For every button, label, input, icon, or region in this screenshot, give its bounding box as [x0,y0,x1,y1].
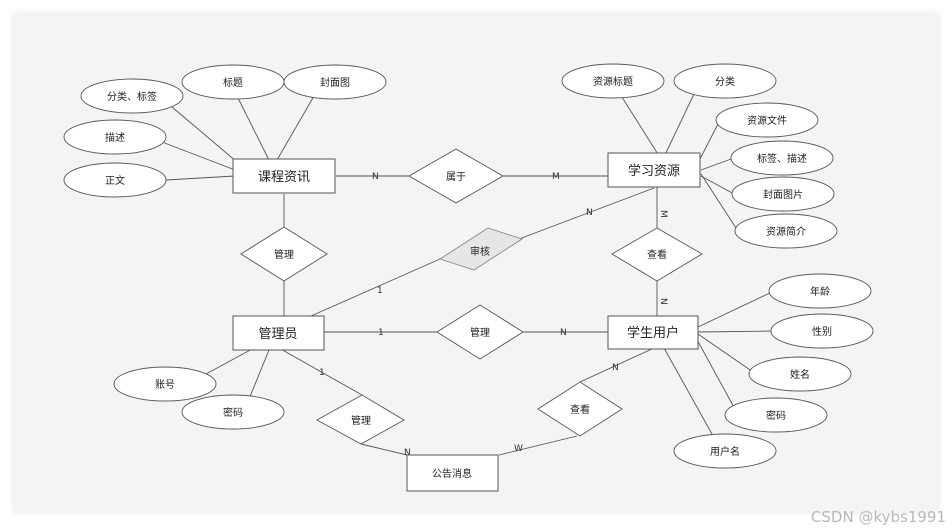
cardinality-label: M [552,172,560,182]
entity-label: 课程资讯 [258,170,310,185]
attribute-label: 用户名 [710,445,740,458]
attribute-label: 账号 [155,379,175,391]
relationship-manage-announcement: 管理 [316,394,405,445]
attribute-student-password: 密码 [724,397,828,433]
cardinality-label: M [658,210,668,218]
attribute-label: 姓名 [790,368,810,381]
attribute-label: 性别 [812,325,832,338]
cardinality-label: 1 [319,368,325,378]
attribute-resource-tag-desc: 标签、描述 [730,140,834,176]
attribute-resource-category: 分类 [673,63,777,99]
diagram-canvas: N M N 1 M N 1 N 1 N W N 属于 管理 审核 查看 管理 管… [14,14,938,512]
relationship-label: 属于 [446,171,466,183]
entity-label: 公告消息 [432,467,472,480]
attribute-resource-file: 资源文件 [715,102,819,138]
attribute-age: 年龄 [768,273,872,309]
attribute-resource-intro: 资源简介 [734,213,838,249]
attribute-label: 标题 [223,77,243,89]
cardinality-label: N [612,363,619,373]
attribute-account: 账号 [113,366,217,402]
cardinality-label: N [372,172,379,182]
attribute-label: 资源文件 [747,114,787,127]
entity-announcement: 公告消息 [406,454,499,492]
attribute-cover-image: 封面图 [283,64,387,100]
attribute-label: 正文 [105,174,125,187]
attribute-label: 密码 [766,409,786,422]
er-diagram: N M N 1 M N 1 N 1 N W N 属于 管理 审核 查看 管理 管… [63,63,874,492]
attribute-resource-cover: 封面图片 [731,176,835,212]
attribute-resource-title: 资源标题 [561,63,665,99]
cardinality-label: N [658,298,668,305]
entity-course-info: 课程资讯 [232,158,336,194]
cardinality-labels: N M N 1 M N 1 N 1 N W N [319,172,668,458]
attribute-name: 姓名 [748,356,852,392]
relationship-label: 管理 [274,248,294,261]
relationship-manage-course: 管理 [240,226,328,282]
attribute-label: 资源简介 [766,225,806,238]
cardinality-label: 1 [377,286,383,296]
relationship-label: 查看 [570,403,590,416]
attribute-label: 密码 [223,406,243,419]
cardinality-label: N [560,328,567,338]
attribute-title: 标题 [181,64,285,100]
attribute-label: 资源标题 [593,75,633,88]
attribute-gender: 性别 [770,313,874,349]
relationship-review: 审核 [438,227,524,271]
attribute-description: 描述 [63,119,167,155]
entity-admin: 管理员 [232,315,325,351]
relationship-label: 查看 [647,248,667,261]
attribute-label: 年龄 [810,285,830,298]
relationship-view-announcement: 查看 [537,381,623,437]
attribute-body-text: 正文 [63,162,167,198]
attribute-label: 描述 [105,131,125,144]
relationship-label: 管理 [470,326,490,339]
entity-label: 学生用户 [627,325,679,341]
attribute-label: 分类、标签 [107,90,157,103]
watermark: CSDN @kybs1991 [810,508,946,526]
entity-learning-resource: 学习资源 [607,152,701,188]
attribute-admin-password: 密码 [181,394,285,430]
relationship-belongs-to: 属于 [408,148,504,204]
attribute-label: 标签、描述 [757,152,807,165]
entity-label: 学习资源 [628,163,680,179]
relationship-label: 审核 [470,245,490,258]
entity-label: 管理员 [258,327,297,342]
relationship-view-resource: 查看 [611,227,703,282]
attribute-username: 用户名 [673,433,777,469]
attribute-label: 封面图 [320,76,350,89]
attribute-label: 封面图片 [763,188,803,201]
relationship-manage-student: 管理 [436,304,524,360]
cardinality-label: 1 [378,328,384,338]
cardinality-label: N [404,448,411,458]
cardinality-label: N [586,208,593,218]
attribute-category-tag: 分类、标签 [80,78,184,114]
attribute-label: 分类 [715,75,735,88]
entity-student-user: 学生用户 [607,315,699,350]
cardinality-label: W [514,444,523,454]
connector-lines [158,93,775,456]
relationship-label: 管理 [351,414,371,427]
